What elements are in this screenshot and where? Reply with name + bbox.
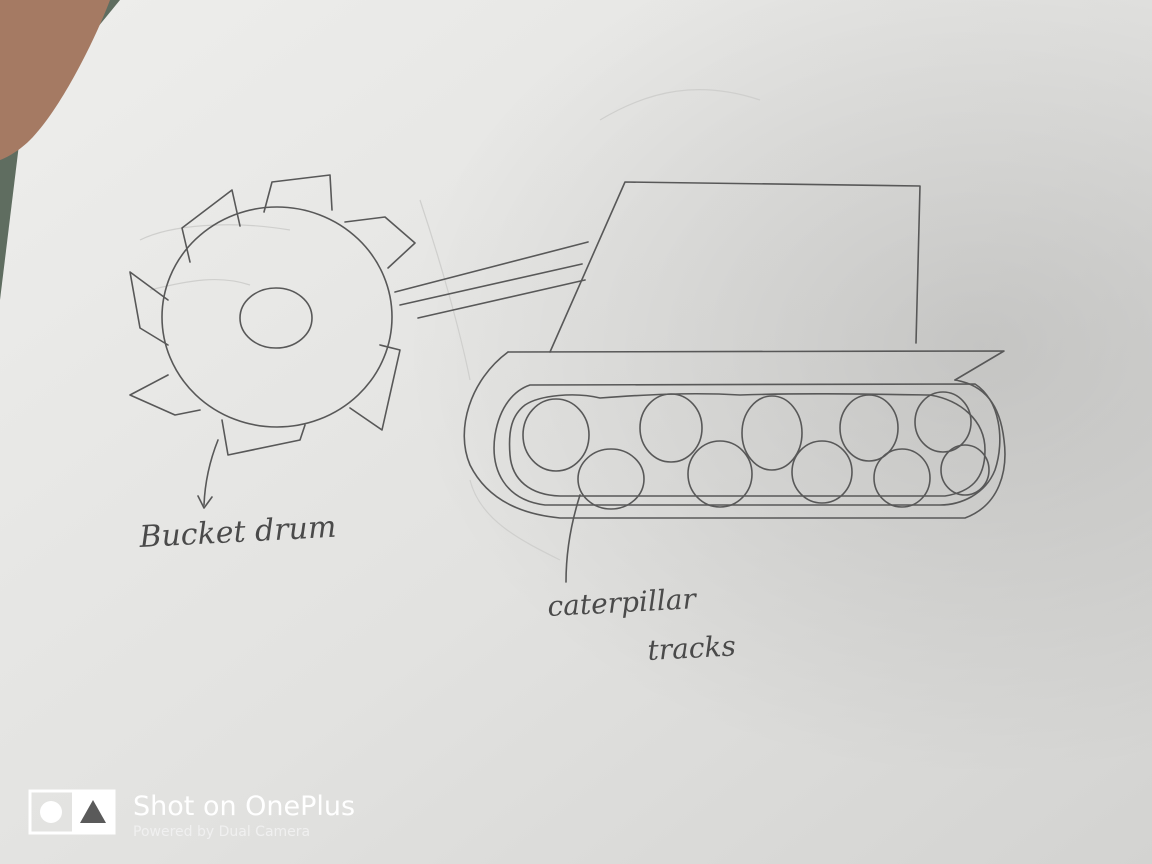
track-deck: [507, 350, 1005, 381]
finger: [0, 0, 110, 160]
label-tracks: tracks: [647, 629, 737, 667]
track-inner-wavy: [508, 392, 986, 497]
label-caterpillar: caterpillar: [547, 582, 699, 623]
track-wheels: [522, 391, 990, 510]
bucket-drum-teeth: [129, 174, 416, 456]
track-inner: [493, 383, 1001, 506]
oneplus-watermark: Shot on OnePlus Powered by Dual Camera: [28, 789, 355, 840]
boom-arm: [394, 241, 589, 319]
bucket-drum-wheel: [161, 206, 393, 428]
caterpillar-pointer-line: [565, 494, 581, 583]
watermark-subtitle: Powered by Dual Camera: [133, 824, 310, 840]
bucket-drum-hub: [239, 287, 313, 349]
camera-mode-icon: [28, 789, 116, 835]
cabin: [549, 181, 921, 353]
pencil-sketch: [129, 174, 1006, 583]
bucket-drum-arrow: [197, 439, 219, 509]
track-outer: [463, 351, 1006, 519]
watermark-title: Shot on OnePlus: [133, 791, 355, 822]
